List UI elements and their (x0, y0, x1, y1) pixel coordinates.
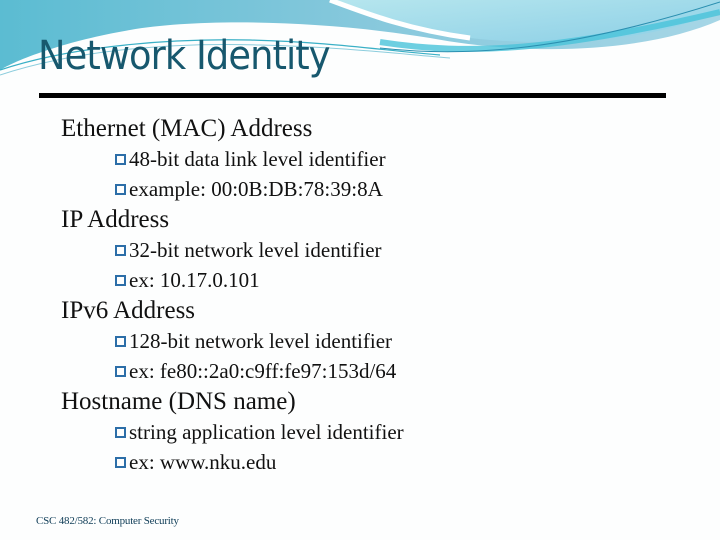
slide-title: Network Identity (38, 33, 331, 79)
section-heading-ipv6: IPv6 Address (61, 297, 196, 324)
list-item: 32-bit network level identifier (61, 235, 701, 265)
list-item: ex: 10.17.0.101 (61, 265, 701, 295)
slide-body: Ethernet (MAC) Address 48-bit data link … (61, 113, 701, 477)
section-heading-ip: IP Address (61, 206, 170, 233)
title-underline-divider (39, 93, 666, 98)
square-bullet-icon (115, 426, 126, 438)
section-heading-mac: Ethernet (MAC) Address (61, 115, 313, 142)
list-item: example: 00:0B:DB:78:39:8A (61, 174, 701, 204)
slide-footer: CSC 482/582: Computer Security (36, 515, 179, 527)
list-item: ex: www.nku.edu (61, 447, 701, 477)
square-bullet-icon (115, 244, 126, 256)
square-bullet-icon (115, 365, 126, 377)
section-heading-hostname: Hostname (DNS name) (61, 388, 296, 415)
square-bullet-icon (115, 153, 126, 165)
list-item: ex: fe80::2a0:c9ff:fe97:153d/64 (61, 356, 701, 386)
square-bullet-icon (115, 335, 126, 347)
square-bullet-icon (115, 274, 126, 286)
list-item: 128-bit network level identifier (61, 326, 701, 356)
list-item: string application level identifier (61, 417, 701, 447)
square-bullet-icon (115, 456, 126, 468)
list-item: 48-bit data link level identifier (61, 144, 701, 174)
square-bullet-icon (115, 183, 126, 195)
